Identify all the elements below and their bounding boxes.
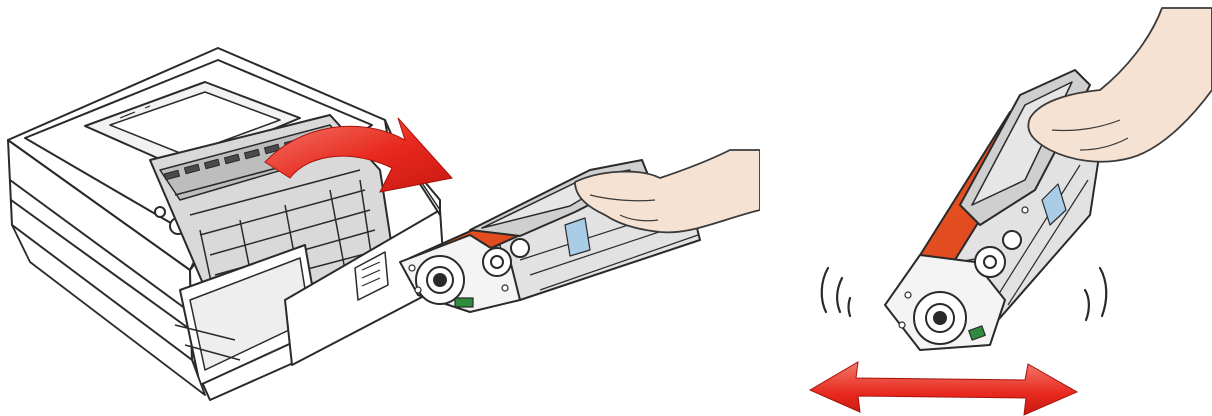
shake-arrow: [810, 362, 1077, 415]
printer: [8, 48, 445, 400]
shake-cartridge-drawing: [780, 0, 1212, 416]
remove-cartridge-illustration: [0, 0, 760, 416]
shake-cartridge-illustration: [780, 0, 1212, 416]
remove-cartridge-drawing: [0, 0, 760, 416]
